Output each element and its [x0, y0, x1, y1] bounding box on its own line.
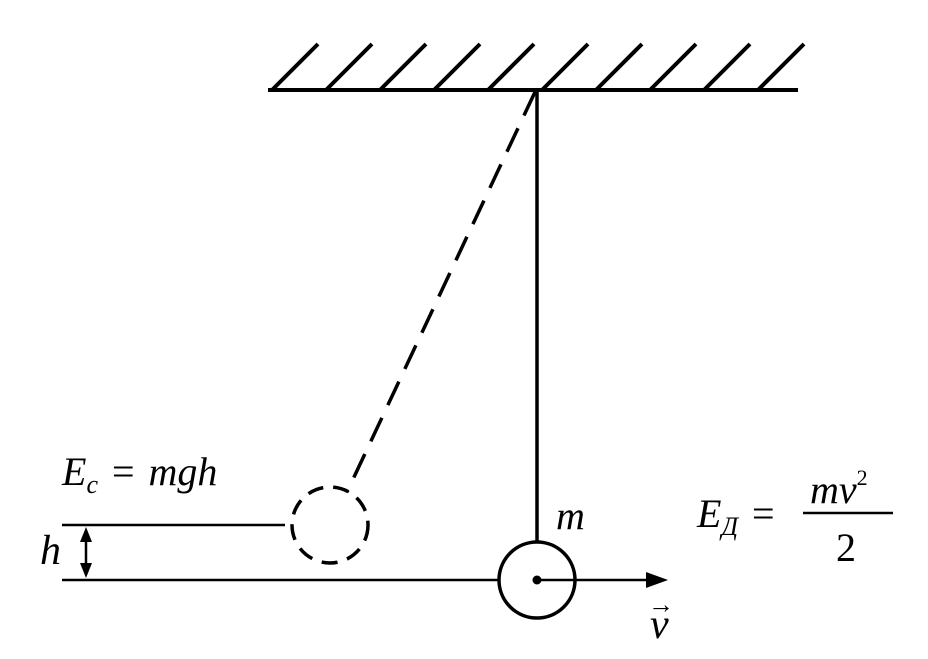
ceiling — [268, 42, 806, 92]
mass-label: m — [556, 493, 585, 538]
deflected-ball — [290, 485, 370, 565]
height-label: h — [40, 528, 61, 574]
kinetic-energy-numerator: mv2 — [810, 467, 868, 512]
kinetic-energy-lhs: EД = — [697, 491, 775, 540]
potential-energy-subscript: c — [86, 470, 98, 499]
height-arrow — [80, 527, 92, 578]
kinetic-energy-subscript: Д — [721, 512, 738, 541]
kinetic-energy-power: 2 — [856, 465, 868, 490]
kinetic-energy-equals: = — [751, 491, 775, 536]
velocity-vector-arrow: → — [648, 590, 674, 619]
kinetic-energy-symbol: E — [697, 491, 722, 536]
kinetic-energy-denominator: 2 — [836, 525, 856, 570]
ceiling-hatching — [270, 42, 806, 92]
velocity-arrow — [537, 572, 668, 588]
velocity-label: v — [650, 602, 669, 648]
potential-energy-expression: mgh — [148, 449, 218, 494]
potential-energy-equals: = — [111, 449, 135, 494]
potential-energy-formula: Ec = mgh — [62, 449, 218, 498]
deflected-string — [345, 91, 537, 493]
kinetic-energy-numerator-text: mv — [810, 467, 857, 512]
potential-energy-symbol: E — [62, 449, 87, 494]
